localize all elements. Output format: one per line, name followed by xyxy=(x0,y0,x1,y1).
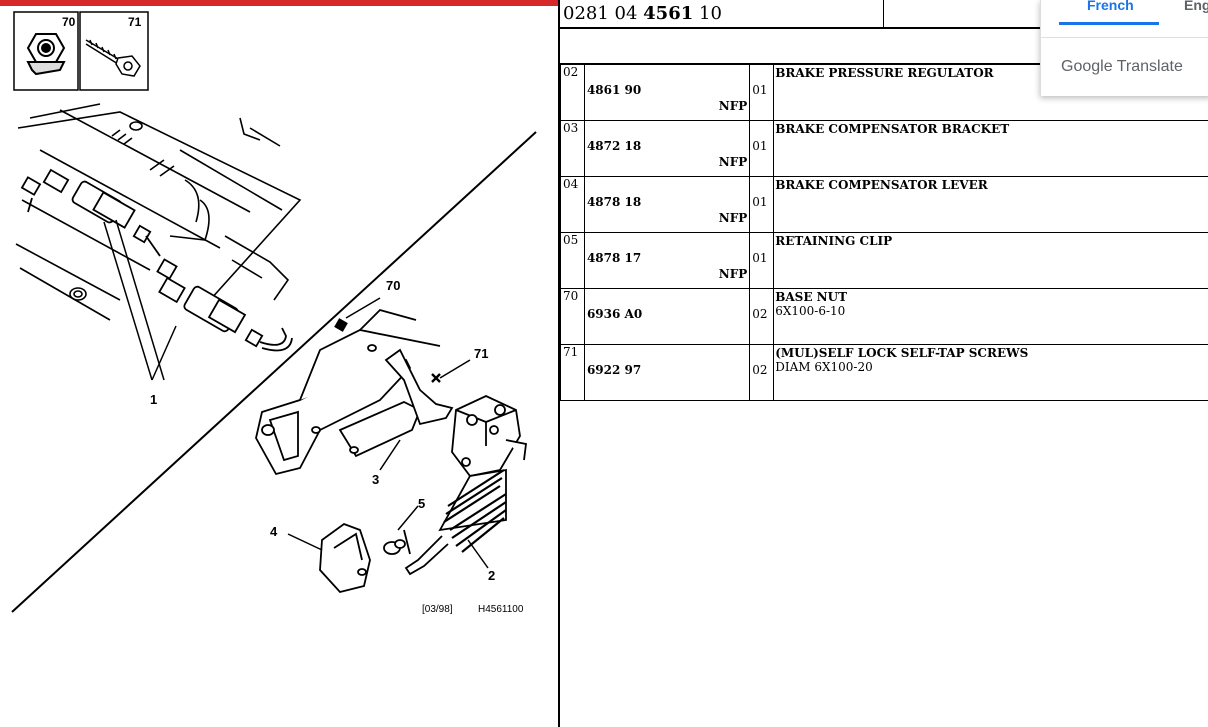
part-qty: 01 xyxy=(752,195,768,209)
part-number[interactable]: 6922 97 xyxy=(586,363,642,377)
part-description-cell: BRAKE COMPENSATOR BRACKET xyxy=(773,120,1208,177)
language-tabs: French Eng xyxy=(1041,0,1208,38)
callout-3: 3 xyxy=(372,472,379,487)
inset-label-71: 71 xyxy=(128,15,142,29)
part-number-cell: 4878 17 NFP xyxy=(583,232,751,289)
part-qty-cell: 01 xyxy=(749,176,775,233)
self-tap-screw-icon xyxy=(85,39,141,77)
reference-header: 0281 04 4561 10 xyxy=(560,0,1208,29)
callout-1: 1 xyxy=(150,392,157,407)
google-translate-popup: French Eng Google Translate xyxy=(1040,0,1208,96)
callout-2: 2 xyxy=(488,568,495,583)
screw-position-mark xyxy=(431,373,441,383)
part-description: BRAKE COMPENSATOR LEVER xyxy=(775,178,988,192)
part-description: RETAINING CLIP xyxy=(775,234,893,248)
parts-diagram: 70 71 xyxy=(0,0,558,615)
reference-prefix: 0281 04 xyxy=(563,3,644,24)
part-qty: 02 xyxy=(752,307,768,321)
callout-leaders xyxy=(287,297,489,569)
part-qty-cell: 02 xyxy=(749,344,775,401)
panel-divider xyxy=(558,0,560,727)
part-number-cell: 6922 97 xyxy=(583,344,751,401)
callout-5: 5 xyxy=(418,496,425,511)
part-index: 03 xyxy=(560,120,585,177)
part-number-cell: 4861 90 NFP xyxy=(583,64,751,121)
callout-4: 4 xyxy=(270,524,278,539)
part-number[interactable]: 6936 A0 xyxy=(586,307,643,321)
nfp-flag: NFP xyxy=(718,211,748,225)
part-number[interactable]: 4878 18 xyxy=(586,195,642,209)
inset-box-70 xyxy=(13,11,79,91)
callout-1-leaders xyxy=(103,219,177,381)
active-tab-indicator xyxy=(1059,22,1159,25)
reference-bold: 4561 xyxy=(643,3,694,24)
compensator-lever-part xyxy=(319,522,371,594)
part-spec: 6X100-6-10 xyxy=(775,304,846,318)
header-strip xyxy=(0,0,558,6)
part-number-cell: 4878 18 NFP xyxy=(583,176,751,233)
inset-box-71 xyxy=(79,11,149,91)
part-qty-cell: 01 xyxy=(749,120,775,177)
base-nut-icon xyxy=(26,33,66,76)
part-qty-cell: 01 xyxy=(749,232,775,289)
reference-number: 0281 04 4561 10 xyxy=(563,3,722,24)
part-qty: 01 xyxy=(752,83,768,97)
part-description: BASE NUT xyxy=(775,290,848,304)
part-index: 05 xyxy=(560,232,585,289)
diagram-figure-code: H4561100 xyxy=(478,604,524,615)
nfp-flag: NFP xyxy=(718,99,748,113)
tab-french[interactable]: French xyxy=(1087,0,1134,13)
nfp-flag: NFP xyxy=(718,155,748,169)
part-number[interactable]: 4872 18 xyxy=(586,139,642,153)
chassis-panel-sketch xyxy=(15,103,302,321)
reference-suffix: 10 xyxy=(693,3,722,24)
part-number-cell: 6936 A0 xyxy=(583,288,751,345)
diagram-date-code: [03/98] xyxy=(422,604,453,615)
exploded-diagram-panel: 70 71 xyxy=(0,0,558,727)
callout-70: 70 xyxy=(386,278,400,293)
nut-position-mark xyxy=(334,318,348,332)
part-index: 04 xyxy=(560,176,585,233)
brake-pipe-fittings xyxy=(20,168,293,352)
tab-english[interactable]: Eng xyxy=(1184,0,1208,13)
brake-pressure-regulator xyxy=(404,395,527,576)
header-divider xyxy=(883,0,884,27)
callout-71: 71 xyxy=(474,346,488,361)
diagram-separator-line xyxy=(11,131,537,613)
part-qty-cell: 02 xyxy=(749,288,775,345)
part-description: (MUL)SELF LOCK SELF-TAP SCREWS xyxy=(775,346,1029,360)
retaining-clip-part xyxy=(383,529,411,555)
part-description: BRAKE COMPENSATOR BRACKET xyxy=(775,122,1010,136)
part-description: BRAKE PRESSURE REGULATOR xyxy=(775,66,994,80)
part-spec: DIAM 6X100-20 xyxy=(775,360,873,374)
part-qty: 02 xyxy=(752,363,768,377)
part-qty: 01 xyxy=(752,139,768,153)
nfp-flag: NFP xyxy=(718,267,748,281)
part-qty-cell: 01 xyxy=(749,64,775,121)
part-qty: 01 xyxy=(752,251,768,265)
compensator-bracket-assembly xyxy=(255,308,454,476)
part-index: 02 xyxy=(560,64,585,121)
google-translate-brand: Google Translate xyxy=(1061,58,1183,75)
part-description-cell: RETAINING CLIP xyxy=(773,232,1208,289)
part-description-cell: BRAKE COMPENSATOR LEVER xyxy=(773,176,1208,233)
part-number-cell: 4872 18 NFP xyxy=(583,120,751,177)
part-index: 71 xyxy=(560,344,585,401)
part-index: 70 xyxy=(560,288,585,345)
part-number[interactable]: 4861 90 xyxy=(586,83,642,97)
part-number[interactable]: 4878 17 xyxy=(586,251,642,265)
inset-label-70: 70 xyxy=(62,15,76,29)
